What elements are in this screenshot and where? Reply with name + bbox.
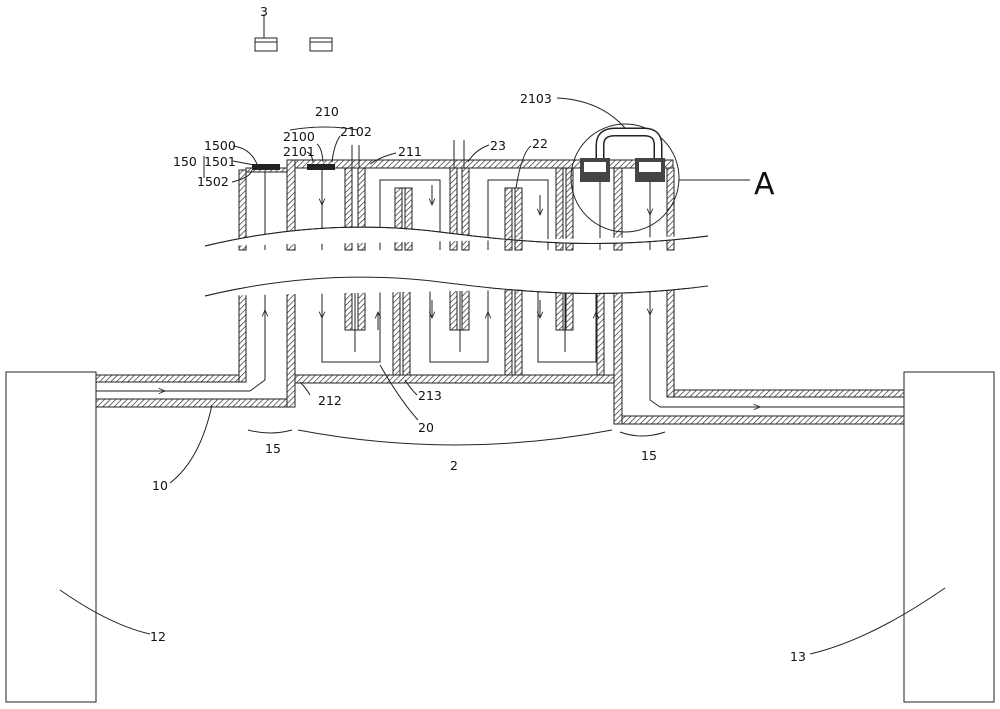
component-3 bbox=[254, 37, 333, 52]
label-2100: 2100 bbox=[283, 129, 315, 144]
label-2103: 2103 bbox=[520, 91, 552, 106]
label-12: 12 bbox=[150, 629, 166, 644]
label-2: 2 bbox=[450, 458, 458, 473]
label-10: 10 bbox=[152, 478, 168, 493]
label-211: 211 bbox=[398, 144, 422, 159]
label-A: A bbox=[754, 167, 775, 202]
label-23: 23 bbox=[490, 138, 506, 153]
container-upper bbox=[238, 140, 675, 251]
detail-A bbox=[570, 123, 750, 233]
leader-lines bbox=[59, 14, 946, 655]
label-22: 22 bbox=[532, 136, 548, 151]
bracket-210 bbox=[289, 126, 359, 131]
label-213: 213 bbox=[418, 388, 442, 403]
label-15-right: 15 bbox=[641, 448, 657, 463]
block-12 bbox=[5, 371, 97, 703]
label-212: 212 bbox=[318, 393, 342, 408]
label-1501: 1501 bbox=[204, 154, 236, 169]
label-150: 150 bbox=[173, 154, 197, 169]
label-210: 210 bbox=[315, 104, 339, 119]
label-1502: 1502 bbox=[197, 174, 229, 189]
label-2101: 2101 bbox=[283, 144, 315, 159]
label-2102: 2102 bbox=[340, 124, 372, 139]
bracket-15-left bbox=[247, 429, 293, 434]
label-13: 13 bbox=[790, 649, 806, 664]
container-lower bbox=[294, 289, 615, 384]
bracket-2 bbox=[297, 429, 613, 446]
block-13 bbox=[903, 371, 995, 703]
bracket-15-right bbox=[619, 431, 666, 437]
inlet-pipe-10 bbox=[95, 289, 296, 408]
label-3: 3 bbox=[260, 4, 268, 19]
label-1500: 1500 bbox=[204, 138, 236, 153]
label-20: 20 bbox=[418, 420, 434, 435]
outlet-pipe bbox=[613, 289, 905, 425]
label-15-left: 15 bbox=[265, 441, 281, 456]
